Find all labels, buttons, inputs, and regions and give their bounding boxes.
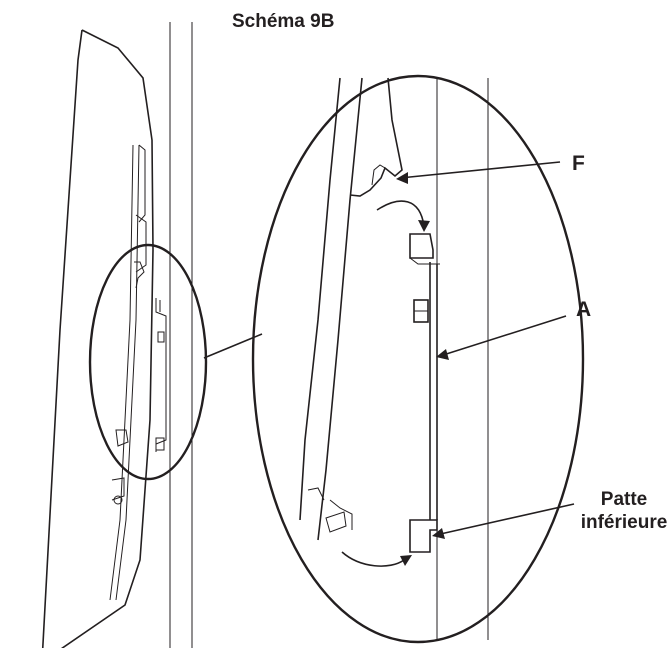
- display-side-view: [41, 29, 154, 648]
- label-patte-line1: Patte: [600, 489, 648, 510]
- detail-enlarged-ellipse: [251, 74, 585, 644]
- wall: [169, 22, 193, 648]
- label-f: F: [572, 152, 585, 175]
- detail-locator-ellipse: [88, 243, 208, 481]
- label-patte-line2: inférieure: [580, 512, 668, 533]
- label-patte-inferieure: Patte inférieure: [578, 488, 670, 534]
- label-a: A: [576, 298, 592, 321]
- label-leaders: [396, 161, 575, 539]
- diagram-title: Schéma 9B: [232, 11, 335, 32]
